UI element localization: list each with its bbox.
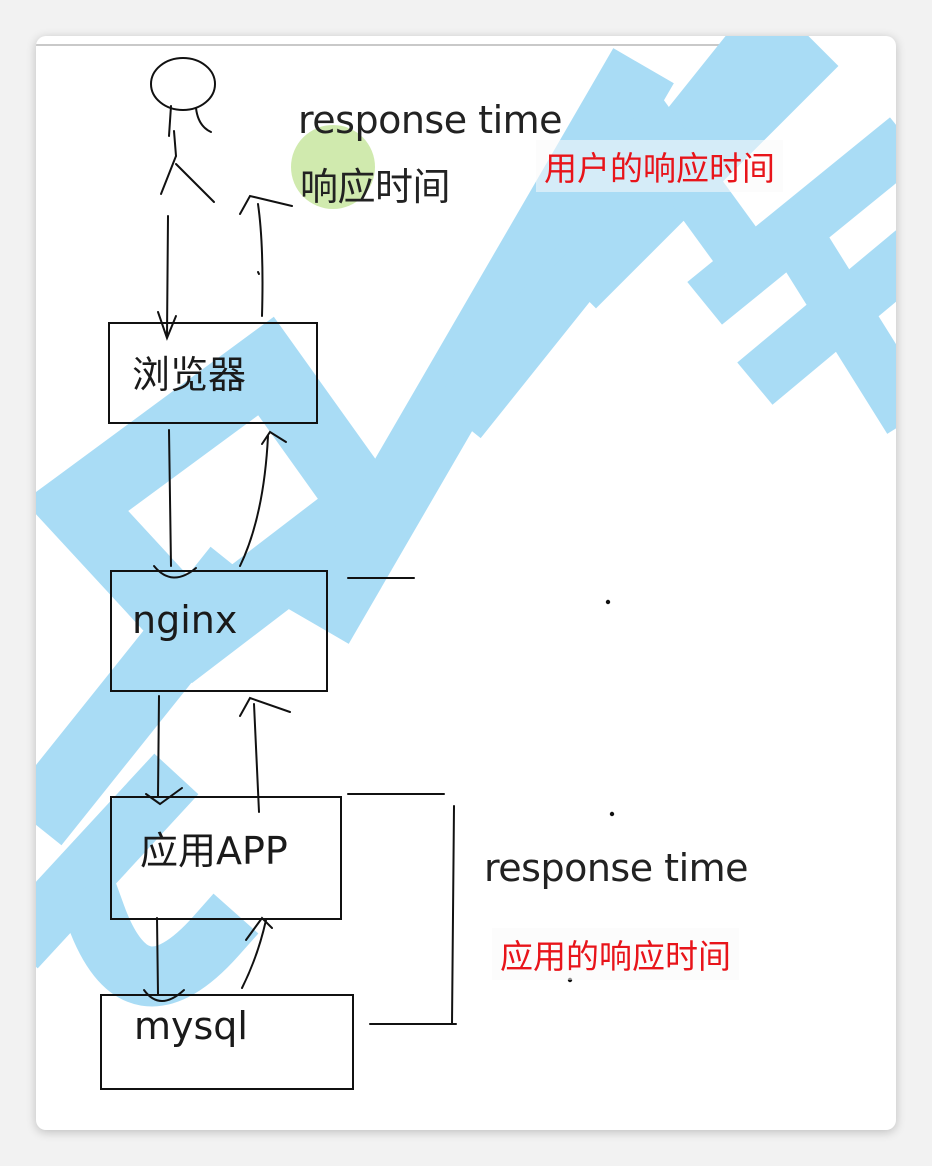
user-response-time-text: response time — [298, 98, 563, 142]
nginx-node — [110, 570, 328, 692]
mysql-node — [100, 994, 354, 1090]
mysql-label: mysql — [134, 1004, 248, 1048]
app-node — [110, 796, 342, 920]
highlight-dot — [291, 125, 375, 209]
flow-arrows — [143, 194, 615, 1025]
stick-figure — [150, 57, 216, 203]
top-divider — [36, 44, 808, 46]
app-response-time-label: 应用的响应时间 — [492, 928, 739, 980]
browser-node — [108, 322, 318, 424]
nginx-label: nginx — [132, 598, 238, 642]
user-response-time-cn: 响应时间 — [300, 165, 451, 209]
app-response-time-text: response time — [484, 846, 749, 890]
diagram-card: 浏览器 nginx 应用APP mysql response time 响应时间… — [36, 36, 896, 1130]
app-label: 应用APP — [140, 829, 288, 873]
user-response-time-label: 用户的响应时间 — [536, 140, 783, 192]
browser-label: 浏览器 — [132, 353, 247, 397]
